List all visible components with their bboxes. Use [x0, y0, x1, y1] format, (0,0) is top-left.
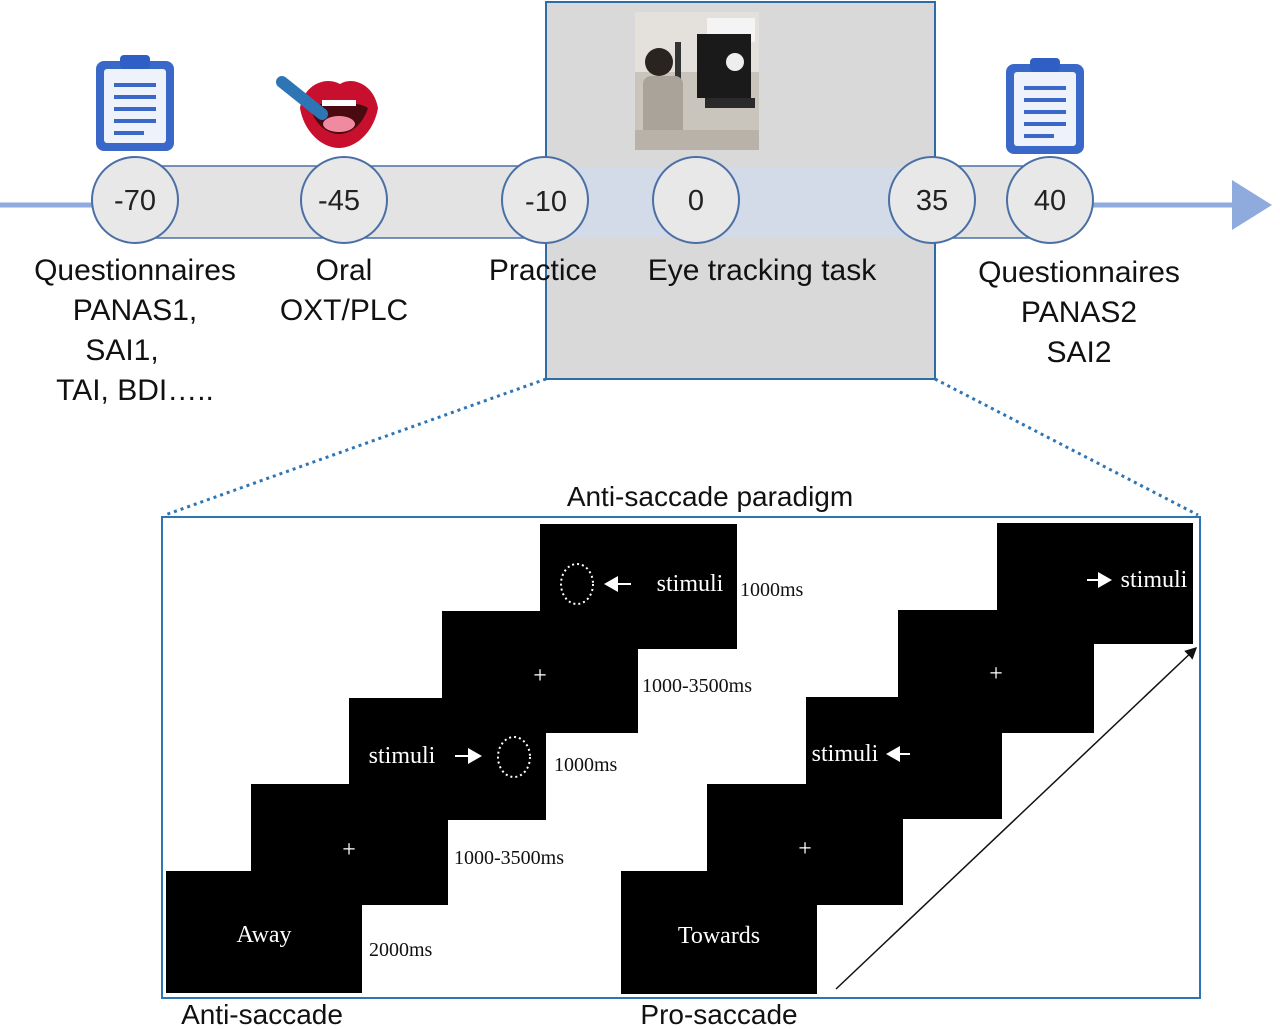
- timeline-node: -70: [91, 156, 179, 244]
- eye-tracking-label: Eye tracking task: [648, 254, 877, 287]
- screen-text: stimuli: [812, 741, 879, 767]
- timeline-node: -10: [501, 156, 589, 244]
- timeline-node: 40: [1006, 156, 1094, 244]
- node-label: -70: [114, 185, 156, 217]
- screen-duration: 1000ms: [554, 754, 618, 776]
- paradigm-title: Anti-saccade paradigm: [567, 481, 853, 512]
- oral-treatment-label: OXT/PLC: [280, 294, 408, 327]
- instruction-screen: [166, 871, 362, 993]
- node-label: -10: [525, 186, 567, 218]
- anti-saccade-caption: Anti-saccade: [181, 999, 343, 1029]
- questionnaires-pre-label: Questionnaires: [34, 254, 236, 287]
- timeline-node: -45: [300, 156, 388, 244]
- screen-text: Away: [236, 922, 291, 948]
- screen-text: stimuli: [369, 743, 436, 769]
- questionnaires-pre-item: TAI, BDI…..: [56, 374, 214, 407]
- screen-duration: 1000ms: [740, 579, 804, 601]
- fixation-cross: +: [533, 663, 547, 689]
- clipboard-icon: [1006, 58, 1084, 154]
- target-circle: [497, 736, 531, 778]
- zoom-line-right: [934, 377, 1199, 517]
- screen-text: stimuli: [1121, 567, 1188, 593]
- anti-saccade-sequence: stimuli 1000ms + 1000-3500ms stimuli 100…: [166, 524, 804, 1029]
- questionnaires-post-label: Questionnaires: [978, 256, 1180, 289]
- questionnaires-post-item: PANAS2: [1021, 296, 1137, 329]
- screen-text: Towards: [678, 923, 760, 949]
- questionnaires-pre-item: PANAS1,: [73, 294, 198, 327]
- screen-duration: 1000-3500ms: [454, 847, 564, 869]
- timeline-node: 0: [652, 156, 740, 244]
- fixation-cross: +: [989, 661, 1003, 687]
- paradigm-section: Anti-saccade paradigm stimuli 1000ms + 1…: [161, 481, 1201, 1029]
- oral-label: Oral: [316, 254, 373, 287]
- clipboard-icon: [96, 55, 174, 151]
- practice-label: Practice: [489, 254, 597, 287]
- eye-tracking-band-highlight: [546, 167, 935, 237]
- node-label: 35: [916, 185, 948, 217]
- time-arrow: [835, 646, 1198, 990]
- zoom-line-left: [164, 377, 547, 517]
- node-label: 40: [1034, 185, 1066, 217]
- fixation-cross: +: [342, 837, 356, 863]
- eye-tracking-participant-photo: [635, 12, 759, 150]
- pro-saccade-caption: Pro-saccade: [640, 999, 797, 1029]
- screen-text: stimuli: [657, 571, 724, 597]
- pro-saccade-sequence: stimuli + stimuli + Towards Pro-saccade: [621, 523, 1198, 1029]
- node-label: -45: [318, 185, 360, 217]
- fixation-cross: +: [798, 836, 812, 862]
- node-label: 0: [688, 185, 704, 217]
- timeline: -70 -45 -10 0 35 40 Questionnaires PANAS…: [0, 1, 1272, 517]
- target-circle: [560, 563, 594, 605]
- questionnaires-pre-item: SAI1,: [85, 334, 158, 367]
- questionnaires-post-item: SAI2: [1046, 336, 1111, 369]
- screen-duration: 1000-3500ms: [642, 675, 752, 697]
- oral-administration-icon: [276, 76, 378, 148]
- instruction-screen: [621, 871, 817, 994]
- screen-duration: 2000ms: [369, 939, 433, 961]
- timeline-node: 35: [888, 156, 976, 244]
